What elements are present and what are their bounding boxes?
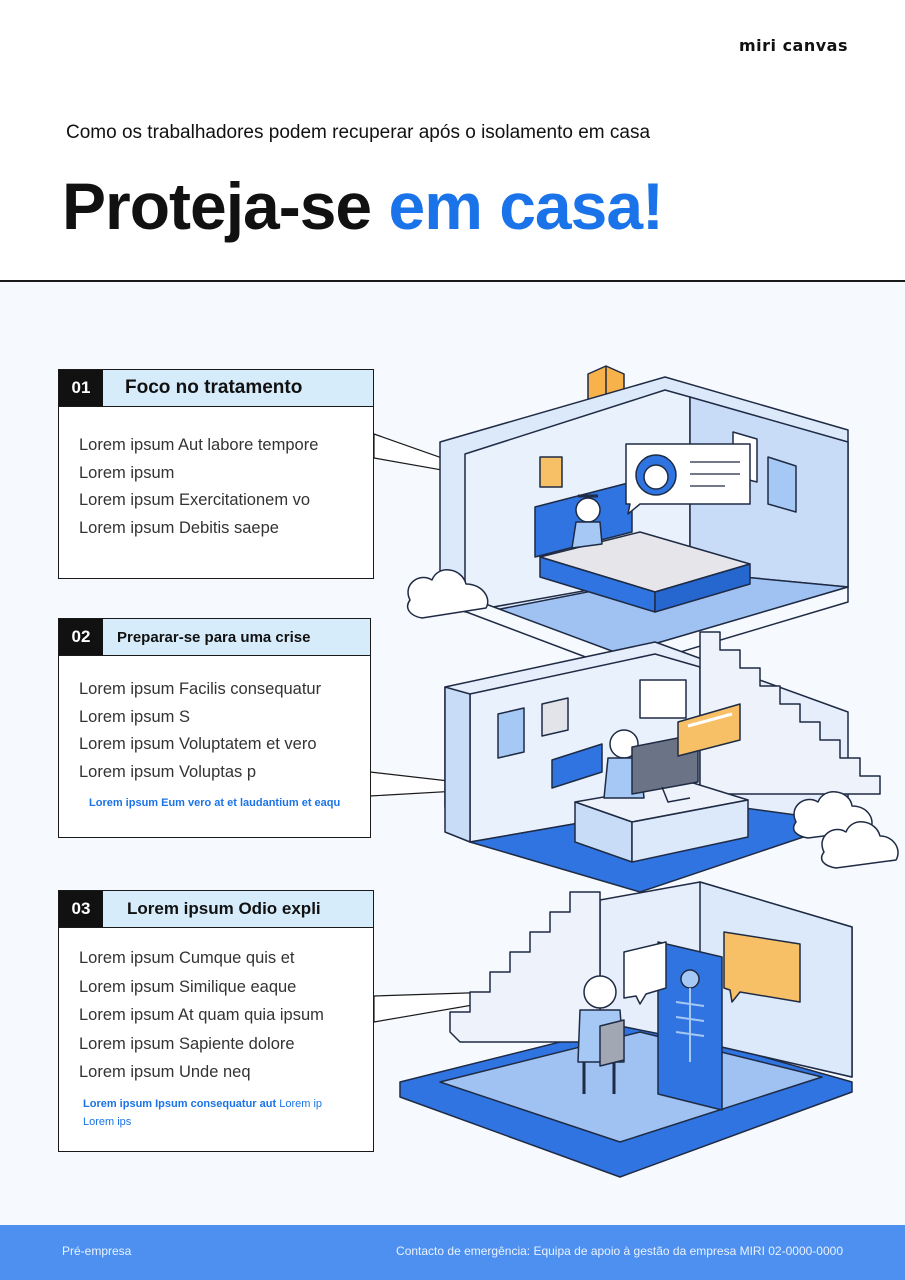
section-title: Preparar-se para uma crise [103, 619, 370, 655]
footer-contact-text: Contacto de emergência: Equipa de apoio … [396, 1244, 843, 1258]
list-item: Lorem ipsum Facilis consequatur [79, 680, 322, 698]
card-header: 01 Foco no tratamento [59, 370, 373, 407]
list-item: Lorem ipsum Similique eaque [79, 977, 297, 996]
content-area: 01 Foco no tratamento Lorem ipsum Aut la… [0, 282, 905, 1225]
note-bold: Lorem ipsum Ipsum consequatur aut [83, 1097, 277, 1110]
list-item: Lorem ipsum [79, 463, 175, 482]
card-body: Lorem ipsum Aut labore tempore Lorem ips… [59, 407, 373, 542]
section-title: Lorem ipsum Odio expli [103, 891, 373, 927]
cloud-right-bottom [820, 821, 899, 869]
cloud-left [406, 569, 489, 619]
list-item: Lorem ipsum Sapiente dolore [79, 1034, 295, 1053]
page-subtitle: Como os trabalhadores podem recuperar ap… [66, 122, 651, 143]
list-item: Lorem ipsum Debitis saepe [79, 518, 279, 537]
page-title: Proteja-se em casa! [62, 168, 664, 244]
section-title: Foco no tratamento [103, 370, 373, 406]
title-accent: em casa! [388, 169, 664, 243]
card-note: Lorem ipsum Eum vero at et laudantium et… [79, 794, 350, 812]
card-body: Lorem ipsum Cumque quis et Lorem ipsum S… [59, 928, 373, 1131]
section-number: 01 [59, 370, 103, 406]
note-bold: Lorem ipsum Eum vero at et laudantium et… [89, 797, 341, 809]
list-item: Lorem ipsum Aut labore tempore [79, 436, 319, 454]
list-item: Lorem ipsum Voluptas p [79, 762, 257, 781]
room-office [444, 631, 881, 893]
list-item: Lorem ipsum Cumque quis et [79, 949, 295, 967]
room-bedroom [439, 376, 849, 671]
section-card-1: 01 Foco no tratamento Lorem ipsum Aut la… [58, 369, 374, 579]
house-illustration [369, 365, 899, 1178]
list-item: Lorem ipsum Exercitationem vo [79, 491, 311, 509]
note-regular: Lorem ip [279, 1097, 322, 1110]
list-item: Lorem ipsum Voluptatem et vero [79, 735, 317, 753]
footer-left-text: Pré-empresa [62, 1244, 132, 1258]
card-body: Lorem ipsum Facilis consequatur Lorem ip… [59, 656, 370, 812]
card-note: Lorem ipsum Ipsum consequatur aut Lorem … [79, 1095, 353, 1131]
card-header: 02 Preparar-se para uma crise [59, 619, 370, 656]
room-xray [399, 881, 853, 1178]
section-card-3: 03 Lorem ipsum Odio expli Lorem ipsum Cu… [58, 890, 374, 1152]
brand-logo: miri canvas [738, 36, 848, 55]
title-main: Proteja-se [62, 169, 372, 243]
page-footer: Pré-empresa Contacto de emergência: Equi… [0, 1225, 905, 1280]
list-item: Lorem ipsum Unde neq [79, 1063, 251, 1081]
card-header: 03 Lorem ipsum Odio expli [59, 891, 373, 928]
list-item: Lorem ipsum S [79, 707, 190, 726]
list-item: Lorem ipsum At quam quia ipsum [79, 1006, 324, 1024]
section-card-2: 02 Preparar-se para uma crise Lorem ipsu… [58, 618, 371, 838]
note-line-2: Lorem ips [83, 1115, 132, 1128]
page-header: miri canvas Como os trabalhadores podem … [0, 0, 905, 282]
section-number: 02 [59, 619, 103, 655]
section-number: 03 [59, 891, 103, 927]
